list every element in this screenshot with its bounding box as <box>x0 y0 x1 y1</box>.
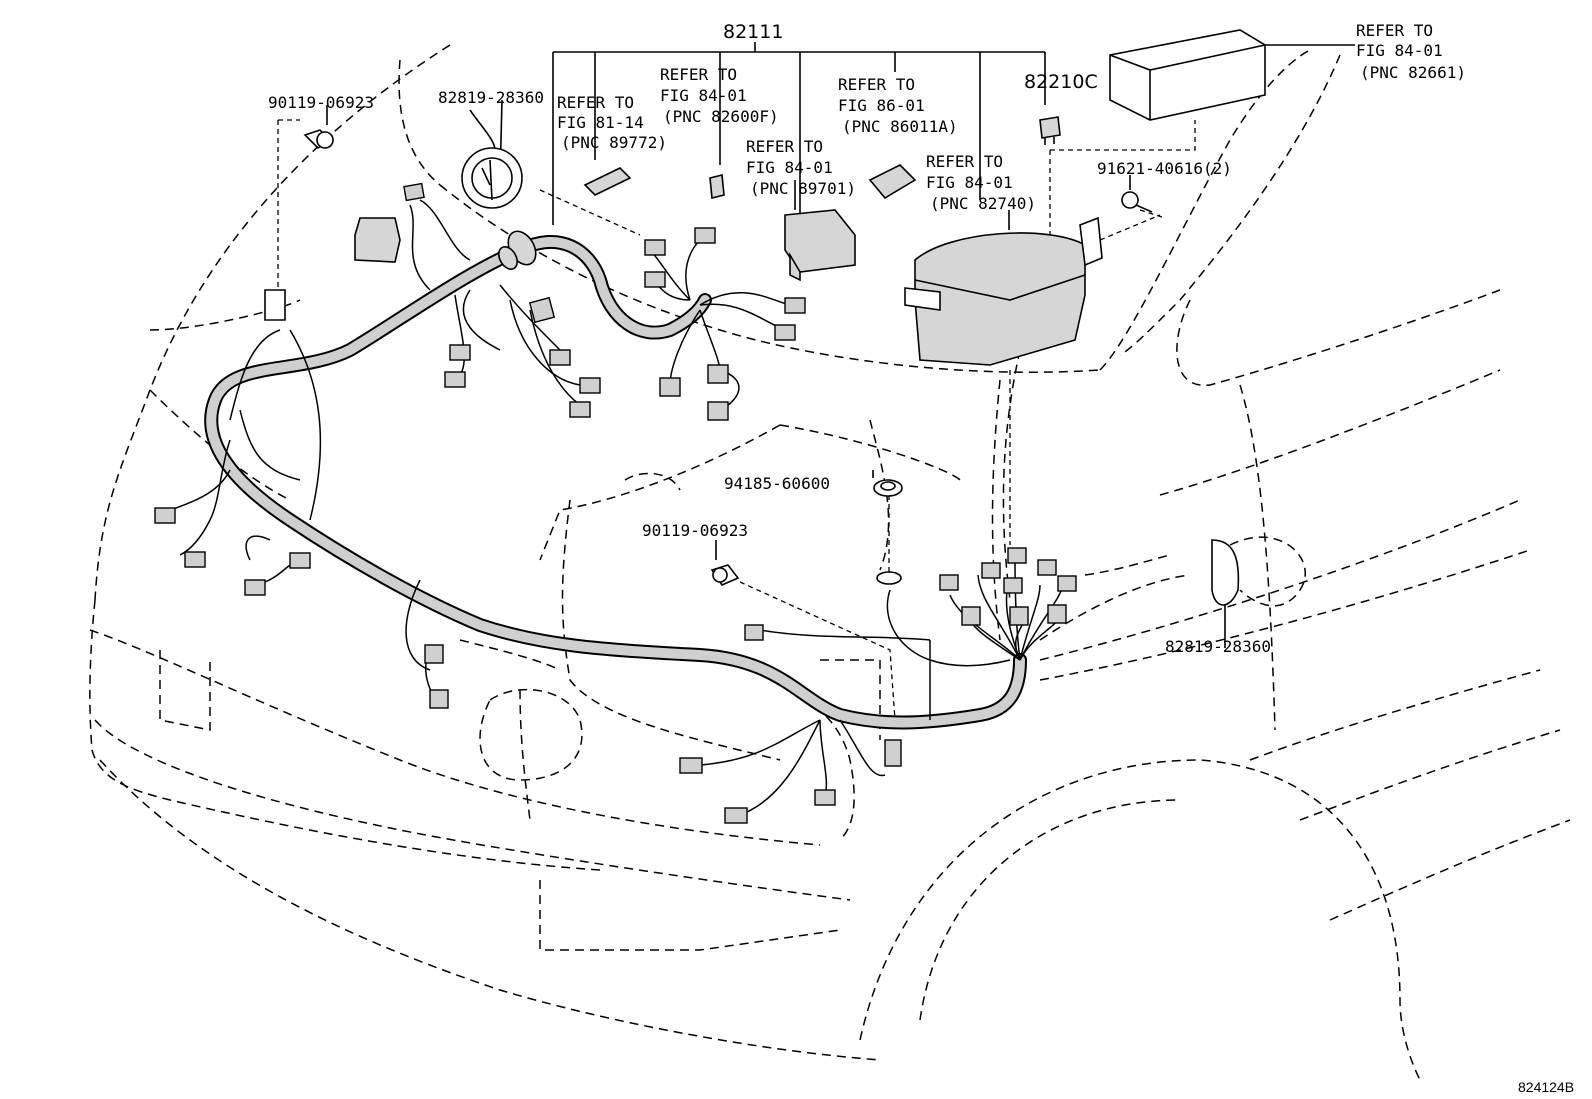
fuse-82600f <box>709 173 725 200</box>
vehicle-outline <box>89 44 1571 1081</box>
label-ref-84-01-d-l1: REFER TO <box>1356 21 1433 40</box>
connectors <box>154 182 1077 824</box>
label-ref-84-01-a-l1: REFER TO <box>660 65 737 84</box>
fuse-box-82740 <box>914 232 1086 366</box>
label-ref-84-01-a-l2: FIG 84-01 <box>660 86 747 105</box>
part-89701 <box>784 209 856 273</box>
assembly-lines <box>277 119 1196 721</box>
label-82111: 82111 <box>723 21 783 43</box>
leader-lines <box>326 42 1355 648</box>
label-ref-84-01-c-l1: REFER TO <box>926 152 1003 171</box>
label-clip-left: 90119-06923 <box>268 93 374 112</box>
label-ref-81-14-l3: (PNC 89772) <box>561 133 667 152</box>
right-grommet <box>1211 539 1240 606</box>
label-nut: 94185-60600 <box>724 474 830 493</box>
label-bolt-right: 91621-40616(2) <box>1097 159 1232 178</box>
fuse-box-cover-82661 <box>1109 29 1266 121</box>
label-ref-84-01-d-l2: FIG 84-01 <box>1356 41 1443 60</box>
label-82210c: 82210C <box>1024 71 1098 93</box>
components <box>264 29 1266 781</box>
part-86011a <box>868 164 917 200</box>
label-ref-84-01-c-l2: FIG 84-01 <box>926 173 1013 192</box>
label-ref-84-01-b-l1: REFER TO <box>746 137 823 156</box>
part-89772 <box>583 167 632 196</box>
left-relay-block <box>354 217 401 263</box>
relay-82210c <box>1039 116 1061 139</box>
label-ref-84-01-b-l2: FIG 84-01 <box>746 158 833 177</box>
label-ref-84-01-b-l3: (PNC 89701) <box>750 179 856 198</box>
bolt-91621 <box>1121 191 1139 209</box>
label-ref-81-14-l2: FIG 81-14 <box>557 113 644 132</box>
label-ref-84-01-c-l3: (PNC 82740) <box>930 194 1036 213</box>
label-ref-86-01-l1: REFER TO <box>838 75 915 94</box>
label-ref-84-01-a-l3: (PNC 82600F) <box>663 107 779 126</box>
labels: 82111 82210C 90119-06923 82819-28360 REF… <box>268 21 1574 1095</box>
label-clip-center: 90119-06923 <box>642 521 748 540</box>
main-harness <box>204 230 1027 730</box>
label-ref-86-01-l2: FIG 86-01 <box>838 96 925 115</box>
label-grommet-right: 82819-28360 <box>1165 637 1271 656</box>
label-ref-84-01-d-l3: (PNC 82661) <box>1360 63 1466 82</box>
label-ref-81-14-l1: REFER TO <box>557 93 634 112</box>
label-grommet-top: 82819-28360 <box>438 88 544 107</box>
figure-id: 824124B <box>1518 1079 1574 1095</box>
label-ref-86-01-l3: (PNC 86011A) <box>842 117 958 136</box>
